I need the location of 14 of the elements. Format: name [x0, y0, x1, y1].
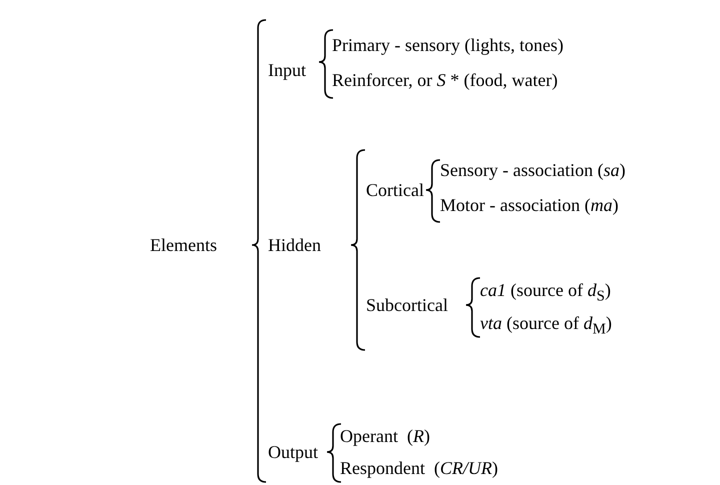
- item-text: Respondent (CR/UR): [340, 457, 498, 479]
- item-text: Reinforcer, or S* (food, water): [332, 69, 558, 91]
- category-label: Output: [268, 441, 318, 463]
- subcategory-label: Cortical: [366, 179, 424, 201]
- item-text: Motor - association (ma): [440, 194, 618, 216]
- item-text: Operant (R): [340, 425, 430, 447]
- subcategory-label: Subcortical: [366, 294, 448, 316]
- category-label: Input: [268, 59, 306, 81]
- category-label: Hidden: [268, 234, 321, 256]
- item-text: vta (source of d$_{M}$): [480, 312, 612, 340]
- item-text: Primary - sensory (lights, tones): [332, 34, 564, 56]
- item-text: Sensory - association (sa): [440, 159, 626, 181]
- category-label: Elements: [150, 234, 217, 256]
- item-text: ca1 (source of d$_{S}$): [480, 279, 611, 307]
